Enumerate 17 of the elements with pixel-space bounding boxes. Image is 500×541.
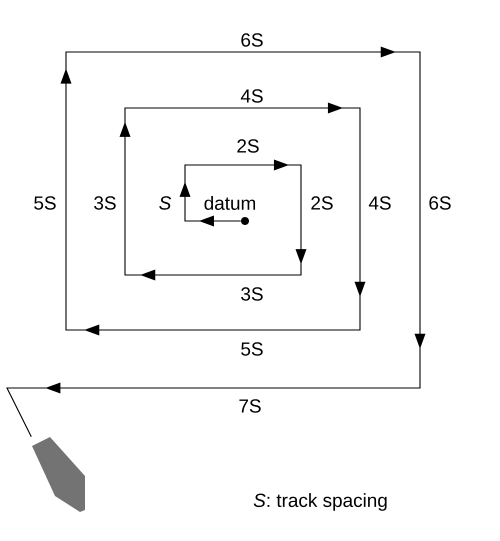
segment-length-label: 6S xyxy=(429,196,451,210)
segment-length-label: 6S xyxy=(241,33,263,47)
datum-dot xyxy=(241,217,249,225)
boat-drawing xyxy=(32,437,85,512)
segment-length-label: 5S xyxy=(241,342,263,356)
segment-length-label: 4S xyxy=(240,89,263,103)
segment-length-label: 5S xyxy=(34,196,56,210)
legend-note: S: track spacing xyxy=(254,493,387,511)
node-caption: datum xyxy=(204,196,256,210)
spiral-track-arrow xyxy=(6,46,426,438)
segment-length-label: 4S xyxy=(368,196,391,210)
segment-length-label: 2S xyxy=(311,196,333,210)
segment-length-label: 7S xyxy=(239,399,261,413)
segment-length-label: 3S xyxy=(94,196,116,210)
segment-length-label: S xyxy=(159,196,172,210)
segment-length-label: 2S xyxy=(237,139,259,153)
segment-length-label: 3S xyxy=(241,287,263,301)
